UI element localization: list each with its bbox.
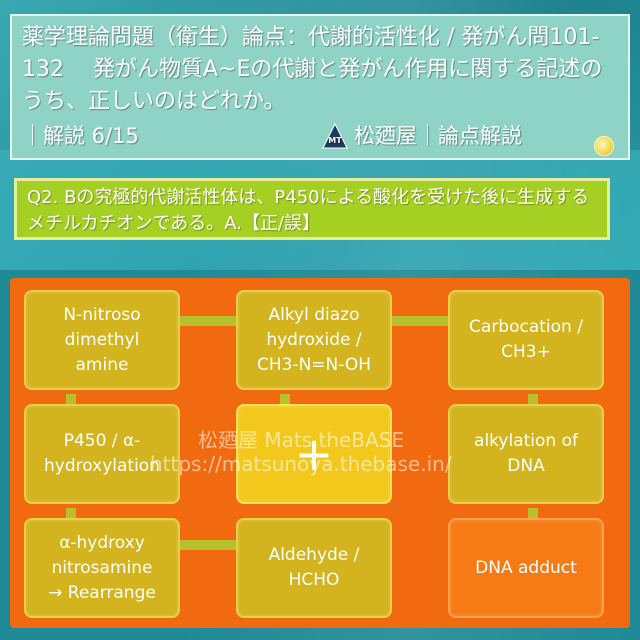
connector-2-5 — [280, 394, 290, 412]
connector-1-4 — [66, 394, 76, 412]
connector-6-9 — [528, 508, 538, 526]
node-carbocation: Carbocation / CH3+ — [448, 290, 604, 390]
brand-logo-text: MT — [328, 136, 342, 145]
node-center-plus: + — [236, 404, 392, 504]
connector-2-3 — [392, 316, 452, 326]
explanation-page-indicator: ｜解説 6/15 — [22, 124, 139, 148]
question-text: Q2. Bの究極的代謝活性体は、P450による酸化を受けた後に生成するメチルカチ… — [27, 187, 590, 234]
title-panel: 薬学理論問題（衛生）論点：代謝的活性化 / 発がん問101-132 発がん物質A… — [10, 14, 630, 160]
diagram-panel: N-nitroso dimethyl amine Alkyl diazo hyd… — [10, 278, 630, 628]
connector-7-8 — [180, 540, 240, 550]
watermark-line-1: 松廼屋 Mats.theBASE — [198, 428, 405, 452]
yellow-dot-badge — [594, 136, 614, 156]
brand: MT 松廼屋｜論点解説 — [322, 120, 522, 152]
page-title: 薬学理論問題（衛生）論点：代謝的活性化 / 発がん問101-132 発がん物質A… — [22, 25, 603, 114]
brand-name: 松廼屋｜論点解説 — [354, 124, 522, 148]
node-aldehyde-hcho: Aldehyde / HCHO — [236, 518, 392, 618]
connector-1-2 — [180, 316, 240, 326]
brand-logo-icon: MT — [322, 122, 348, 149]
watermark-line-2: https://matsunoya.thebase.in/ — [150, 452, 452, 476]
node-alkyl-diazo-hydroxide: Alkyl diazo hydroxide / CH3-N=N-OH — [236, 290, 392, 390]
question-panel: Q2. Bの究極的代謝活性体は、P450による酸化を受けた後に生成するメチルカチ… — [14, 178, 610, 240]
node-dna-adduct: DNA adduct — [448, 518, 604, 618]
node-alkylation-of-dna: alkylation of DNA — [448, 404, 604, 504]
node-n-nitroso-dimethylamine: N-nitroso dimethyl amine — [24, 290, 180, 390]
connector-3-6 — [528, 394, 538, 412]
node-alpha-hydroxy-nitrosamine: α-hydroxy nitrosamine → Rearrange — [24, 518, 180, 618]
connector-4-7 — [66, 508, 76, 526]
node-p450-hydroxylation: P450 / α- hydroxylation — [24, 404, 180, 504]
